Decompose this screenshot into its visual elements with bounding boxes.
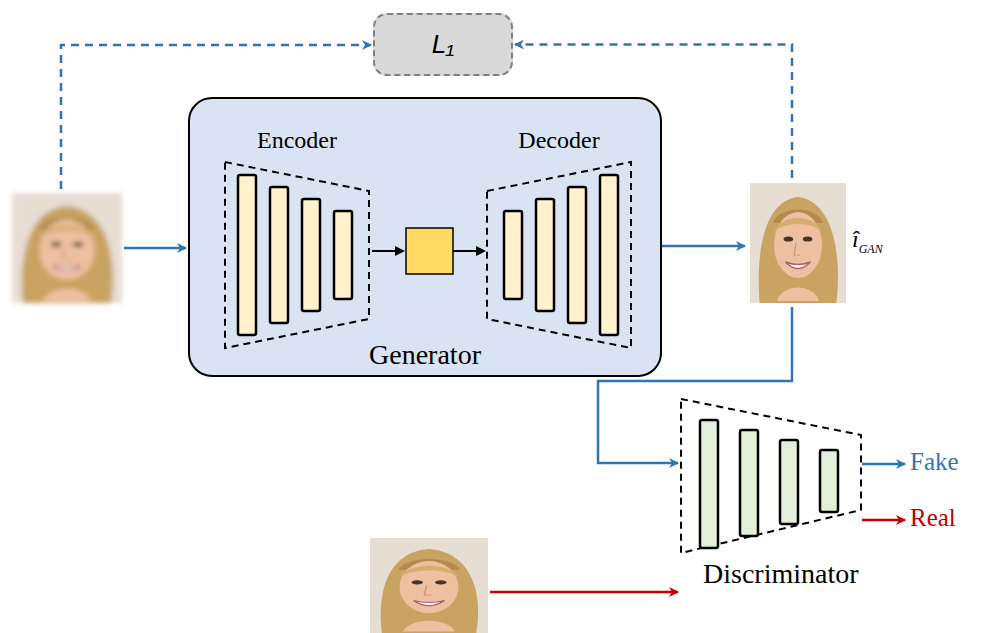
decoder-block: Decoder [486,127,632,349]
discriminator-trapezoid [681,399,861,553]
loss-box: L₁ [373,13,513,76]
discriminator-label: Discriminator [703,558,859,590]
layer-bar [270,187,288,323]
encoder-trapezoid [225,162,369,348]
layer-bar [600,175,618,335]
decoder-label: Decoder [486,127,632,154]
arrow-head [395,246,405,256]
generator-box: Encoder DecoderGenerator [188,97,662,377]
layer-bar [238,175,256,335]
encoder-block: Encoder [224,127,370,349]
shape-art [486,161,632,349]
encoder-label: Encoder [224,127,370,154]
layer-bar [504,211,522,299]
layer-bar [820,450,838,512]
flow-connector [662,245,745,248]
layer-bar [334,211,352,299]
arrow-head [476,246,486,256]
output-label: îGAN [852,226,883,257]
real-arrow [490,591,678,594]
shape-art [224,161,370,349]
fake-arrow [862,463,905,466]
shape-art [680,398,862,554]
input-image [12,193,122,303]
decoder-trapezoid [487,162,631,348]
layer-bar [780,440,798,524]
layer-bar [568,187,586,323]
discriminator-block: Discriminator [680,398,870,596]
layer-bar [302,199,320,311]
shape-art [750,183,846,303]
input-arrow [124,247,186,250]
generated-face [750,183,846,303]
real-label: Real [910,504,956,532]
real-image [370,538,488,633]
output-image: îGAN [746,180,916,306]
layer-bar [536,199,554,311]
generator-label: Generator [190,339,660,371]
real-out-arrow [862,519,905,522]
layer-bar [700,420,718,548]
layer-bar [740,430,758,536]
loss-label: L₁ [432,29,455,60]
fake-label: Fake [910,448,959,476]
latent-code [406,228,453,274]
